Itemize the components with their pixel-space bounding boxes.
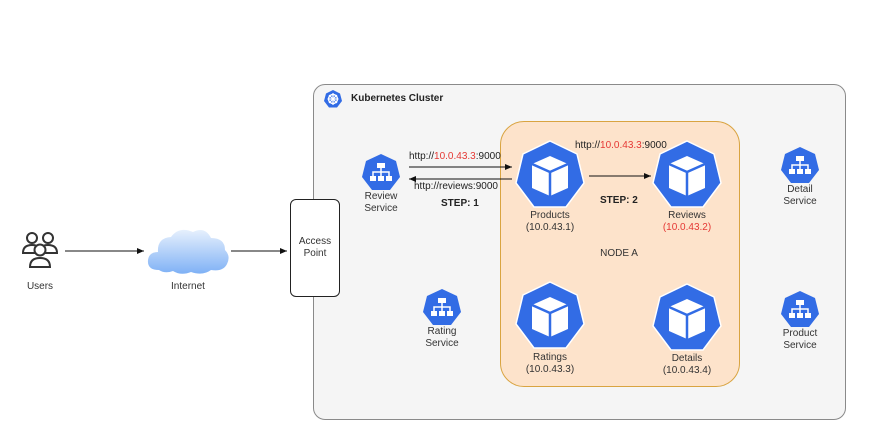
review-service-icon[interactable] [361,153,401,193]
access-point-label: Access Point [298,236,332,259]
step1-request-label: http://10.0.43.3:9000 [409,151,501,162]
reviews-pod-icon[interactable] [651,140,723,210]
step1-label: STEP: 1 [441,198,479,209]
detail-service-icon[interactable] [780,146,820,186]
products-pod-icon[interactable] [514,140,586,210]
rating-service-icon[interactable] [422,288,462,328]
kubernetes-helm-icon [323,89,343,109]
step2-label: STEP: 2 [600,195,638,206]
ratings-pod-label: Ratings(10.0.43.3) [525,352,575,375]
products-pod-label: Products(10.0.43.1) [525,210,575,233]
reviews-pod-label: Reviews(10.0.43.2) [662,210,712,233]
details-pod-icon[interactable] [651,283,723,353]
users-label: Users [26,281,54,292]
node-label: NODE A [600,248,638,259]
access-point[interactable]: Access Point [290,199,340,297]
step1-response-label: http://reviews:9000 [414,181,498,192]
details-pod-label: Details(10.0.43.4) [662,353,712,376]
step2-request-label: http://10.0.43.3:9000 [575,140,667,151]
cloud-icon [145,226,231,276]
internet-label: Internet [171,281,205,292]
users-icon [20,229,60,269]
cluster-title: Kubernetes Cluster [351,93,444,104]
ratings-pod-icon[interactable] [514,281,586,351]
product-service-icon[interactable] [780,290,820,330]
